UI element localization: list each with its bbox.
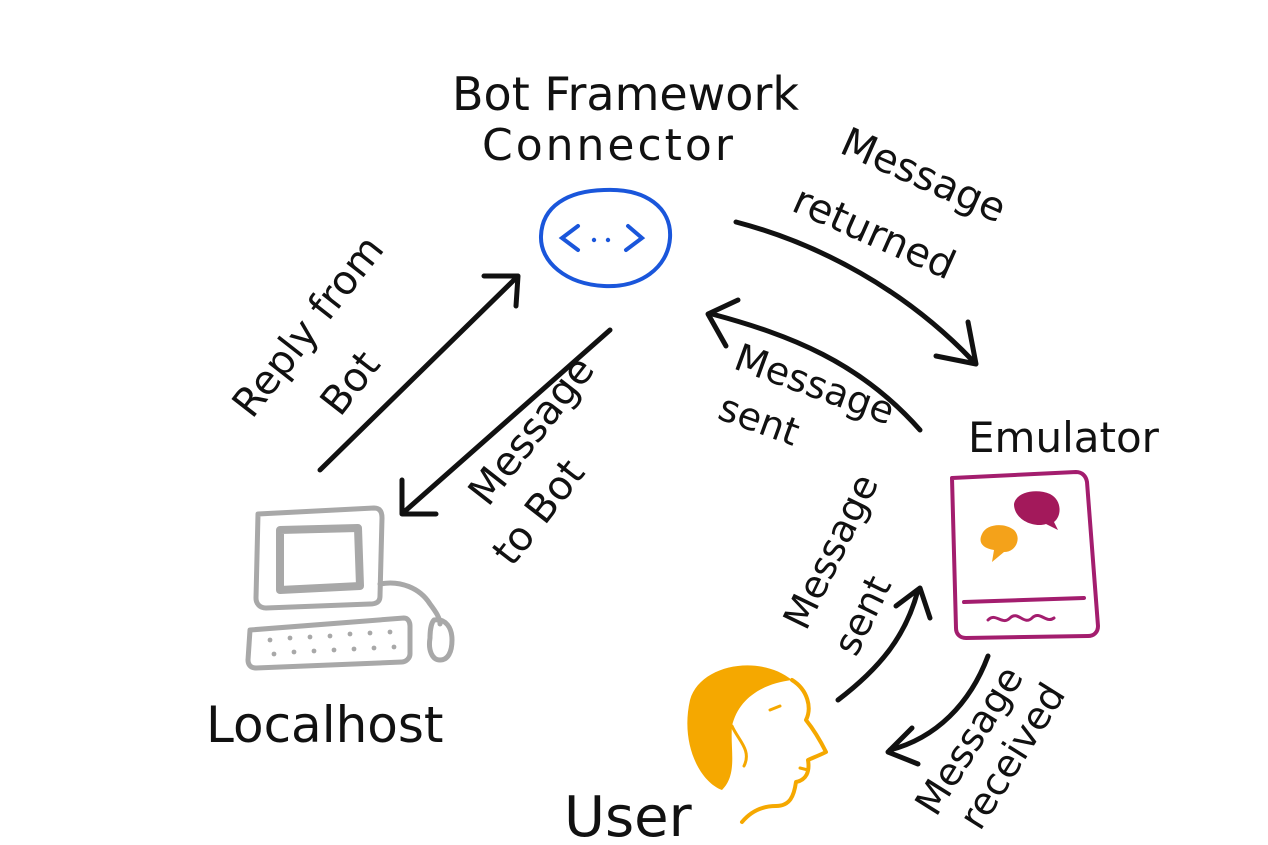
arrow-connector-to-emulator [733,219,979,367]
user-label: User [564,785,693,845]
connector-label-line2: Connector [482,120,736,171]
emulator-icon [950,470,1100,640]
arrow-emulator-to-connector [705,297,923,433]
emulator-label: Emulator [968,413,1160,462]
arrow-user-to-emulator [835,585,933,703]
connector-label-line1: Bot Framework [452,67,799,121]
arrow-connector-to-localhost [399,327,613,517]
arrow-localhost-to-connector [317,273,521,473]
computer-icon [245,505,455,671]
arrow-emulator-to-user [885,653,991,767]
connector-icon [538,187,673,289]
user-avatar-icon [687,665,828,824]
localhost-label: Localhost [206,696,444,754]
